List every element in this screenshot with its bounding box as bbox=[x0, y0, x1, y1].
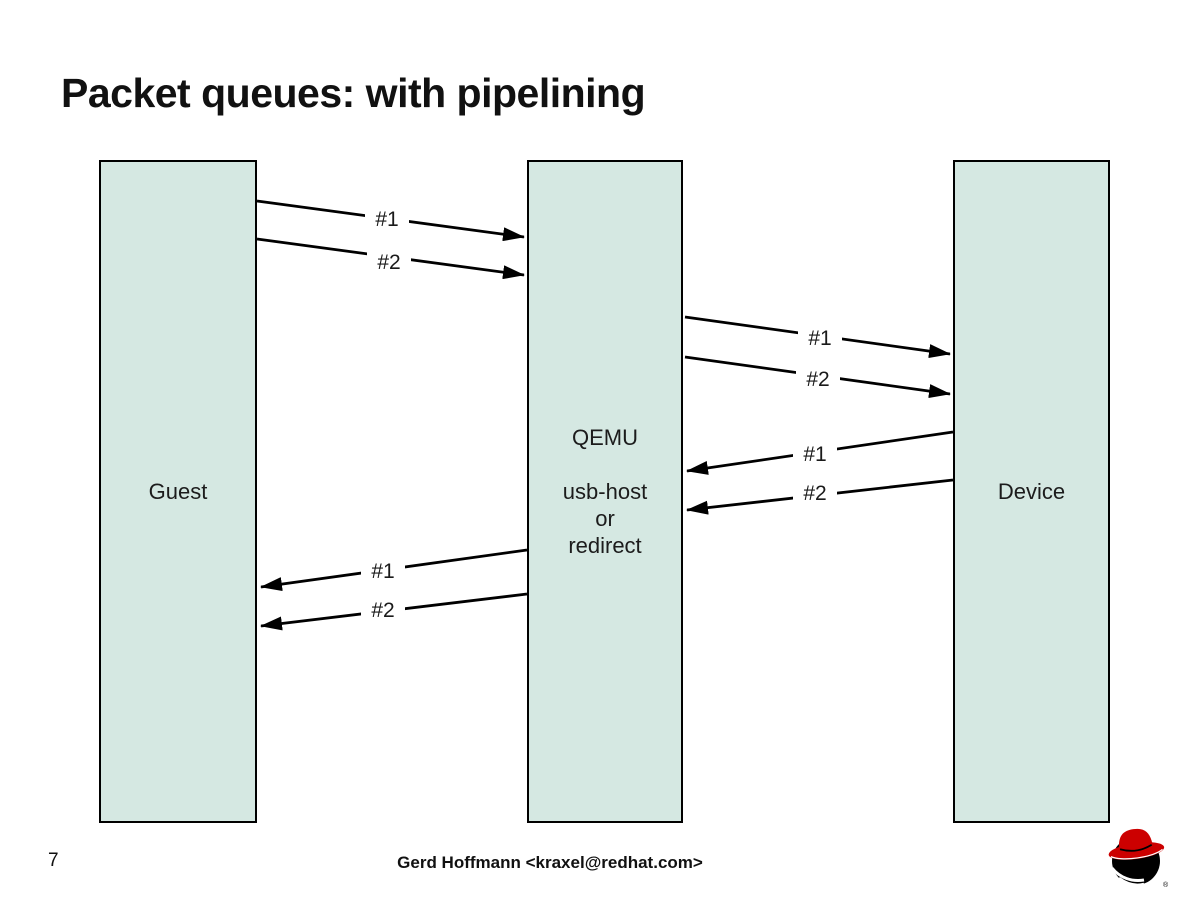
arrow-qemu-to-device-1: #1 bbox=[684, 315, 951, 359]
arrow-label: #1 bbox=[803, 443, 826, 466]
device-box: Device bbox=[953, 160, 1110, 823]
arrow-label: #2 bbox=[806, 368, 829, 391]
qemu-label-title: QEMU bbox=[571, 425, 638, 450]
qemu-box: QEMU usb-host or redirect bbox=[527, 160, 683, 823]
arrow-label: #1 bbox=[808, 327, 831, 350]
arrow-label: #2 bbox=[377, 251, 400, 274]
slide-title: Packet queues: with pipelining bbox=[61, 70, 646, 116]
registered-trademark-mark: ® bbox=[1163, 881, 1169, 889]
guest-label: Guest bbox=[148, 478, 208, 504]
arrow-device-to-qemu-2: #2 bbox=[686, 478, 954, 515]
footer-author: Gerd Hoffmann <kraxel@redhat.com> bbox=[397, 853, 703, 872]
logo-fedora bbox=[1108, 828, 1165, 860]
redhat-logo-icon: ® bbox=[1108, 828, 1169, 889]
guest-box: Guest bbox=[99, 160, 257, 823]
qemu-label-subtitle-1: usb-host bbox=[562, 479, 648, 504]
arrow-qemu-to-guest-2: #2 bbox=[260, 592, 528, 631]
arrow-label: #1 bbox=[375, 208, 398, 231]
qemu-box-label: QEMU usb-host or redirect bbox=[563, 424, 647, 559]
arrow-qemu-to-device-2: #2 bbox=[684, 355, 951, 399]
device-label: Device bbox=[997, 478, 1066, 504]
qemu-label-subtitle-2: or bbox=[595, 506, 615, 531]
arrow-device-to-qemu-1: #1 bbox=[686, 430, 954, 475]
arrow-label: #2 bbox=[371, 599, 394, 622]
arrow-label: #1 bbox=[371, 560, 394, 583]
arrow-guest-to-qemu-1: #1 bbox=[256, 199, 525, 242]
logo-collar-stroke-2 bbox=[1118, 876, 1145, 886]
arrow-qemu-to-guest-1: #1 bbox=[260, 548, 528, 592]
page-number: 7 bbox=[48, 850, 59, 871]
arrow-label: #2 bbox=[803, 482, 826, 505]
logo-collar-stroke-1 bbox=[1110, 867, 1145, 882]
arrow-guest-to-qemu-2: #2 bbox=[256, 237, 525, 280]
qemu-label-subtitle-3: redirect bbox=[568, 533, 642, 558]
